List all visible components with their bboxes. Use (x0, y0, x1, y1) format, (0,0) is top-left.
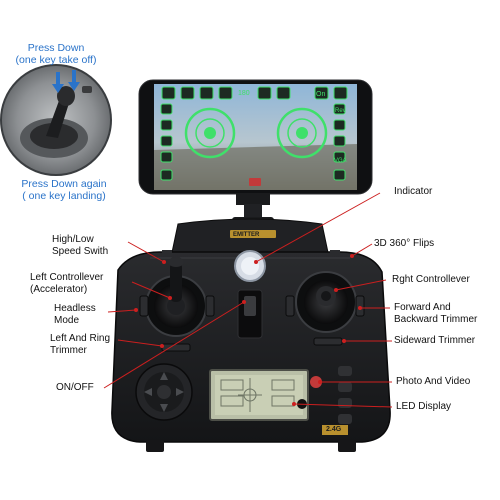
label-left-ring-1: Left And Ring (50, 333, 111, 344)
inset-press-again-label: Press Down again ( one key landing) (4, 178, 124, 202)
inset-bottom-line2: ( one key landing) (22, 190, 106, 202)
label-fwd-back-1: Forward And (394, 302, 451, 313)
label-right-controller: Rght Controllever (392, 274, 470, 285)
power-switch[interactable] (237, 289, 263, 339)
phone-label-vga: VGA (334, 158, 347, 164)
smartphone (138, 79, 373, 195)
label-headless-1: Headless (54, 303, 96, 314)
callout-dots (134, 254, 362, 406)
inset-bottom-line1: Press Down again (21, 178, 107, 190)
brand-plate (230, 230, 276, 238)
left-control-stick[interactable] (145, 257, 207, 337)
phone-label-rev: Rev (335, 108, 346, 114)
inset-arrows (52, 70, 80, 93)
inset-top-line2: (one key take off) (15, 54, 97, 66)
label-high-low: High/Low Speed Swith (52, 234, 108, 258)
trimmers[interactable] (139, 295, 365, 352)
inset-joystick-closeup (0, 64, 112, 176)
label-left-controller-1: Left Controllever (30, 272, 104, 283)
label-flips: 3D 360° Flips (374, 238, 435, 249)
label-indicator: Indicator (394, 186, 433, 197)
label-fwd-back-2: Backward Trimmer (394, 314, 478, 325)
label-high-low-1: High/Low (52, 234, 94, 245)
label-headless: Headless Mode (54, 303, 96, 327)
inset-press-down-label: Press Down (one key take off) (6, 42, 106, 66)
label-left-ring: Left And Ring Trimmer (50, 333, 110, 357)
phone-label-on: On (316, 91, 326, 98)
brand-plate-text: EMITTER (233, 232, 260, 238)
label-sideward: Sideward Trimmer (394, 335, 476, 346)
dpad[interactable] (135, 363, 193, 421)
label-left-controller-2: (Accelerator) (30, 284, 88, 295)
indicator-light (234, 250, 266, 282)
frequency-text: 2.4G (326, 426, 342, 433)
frequency-badge (322, 425, 348, 435)
label-photo-video: Photo And Video (396, 376, 471, 387)
phone-label-180: 180 (238, 90, 250, 97)
inset-top-line1: Press Down (27, 42, 85, 54)
led-display (209, 369, 309, 421)
label-headless-2: Mode (54, 315, 80, 326)
label-left-controller: Left Controllever (Accelerator) (30, 272, 103, 296)
right-control-stick[interactable] (295, 271, 357, 333)
label-led-display: LED Display (396, 401, 452, 412)
label-left-ring-2: Trimmer (50, 345, 87, 356)
callout-lines (103, 192, 393, 408)
label-on-off: ON/OFF (56, 382, 94, 393)
label-high-low-2: Speed Swith (52, 246, 109, 257)
label-forward-backward: Forward And Backward Trimmer (394, 302, 477, 326)
